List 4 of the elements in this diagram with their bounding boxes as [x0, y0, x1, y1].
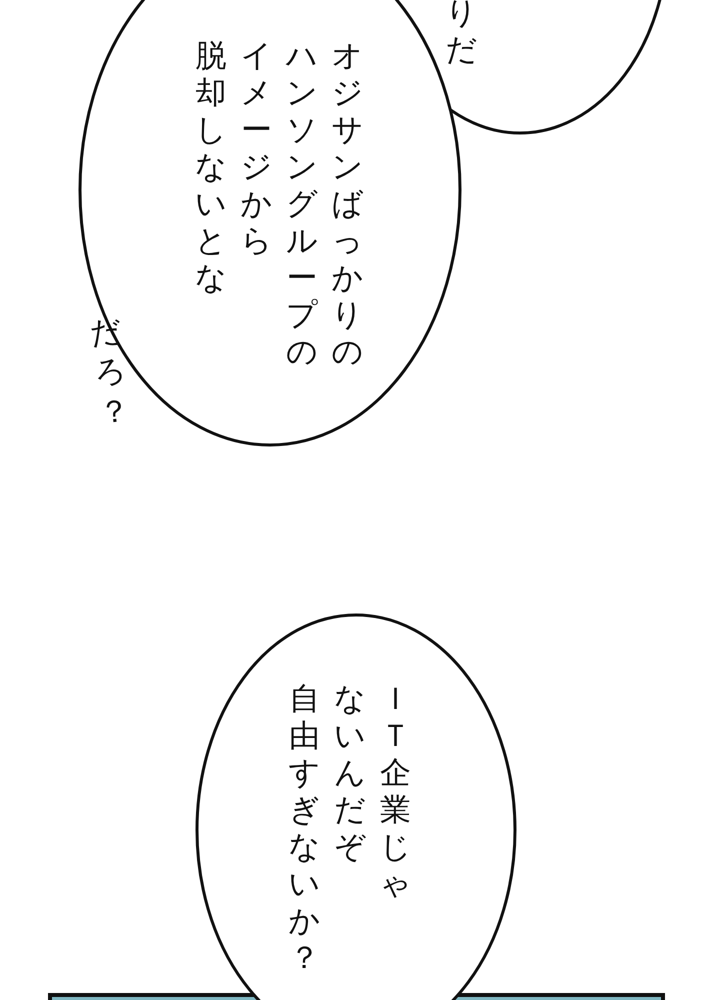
speech-text: オジサンばっかりのハンソングループのイメージから脱却しないとな	[194, 38, 364, 371]
speech-text: りだ	[445, 0, 478, 69]
speech-bubble	[195, 613, 517, 1000]
speech-text: ＩＴ企業じゃないんだぞ自由すぎないか？	[288, 681, 412, 977]
